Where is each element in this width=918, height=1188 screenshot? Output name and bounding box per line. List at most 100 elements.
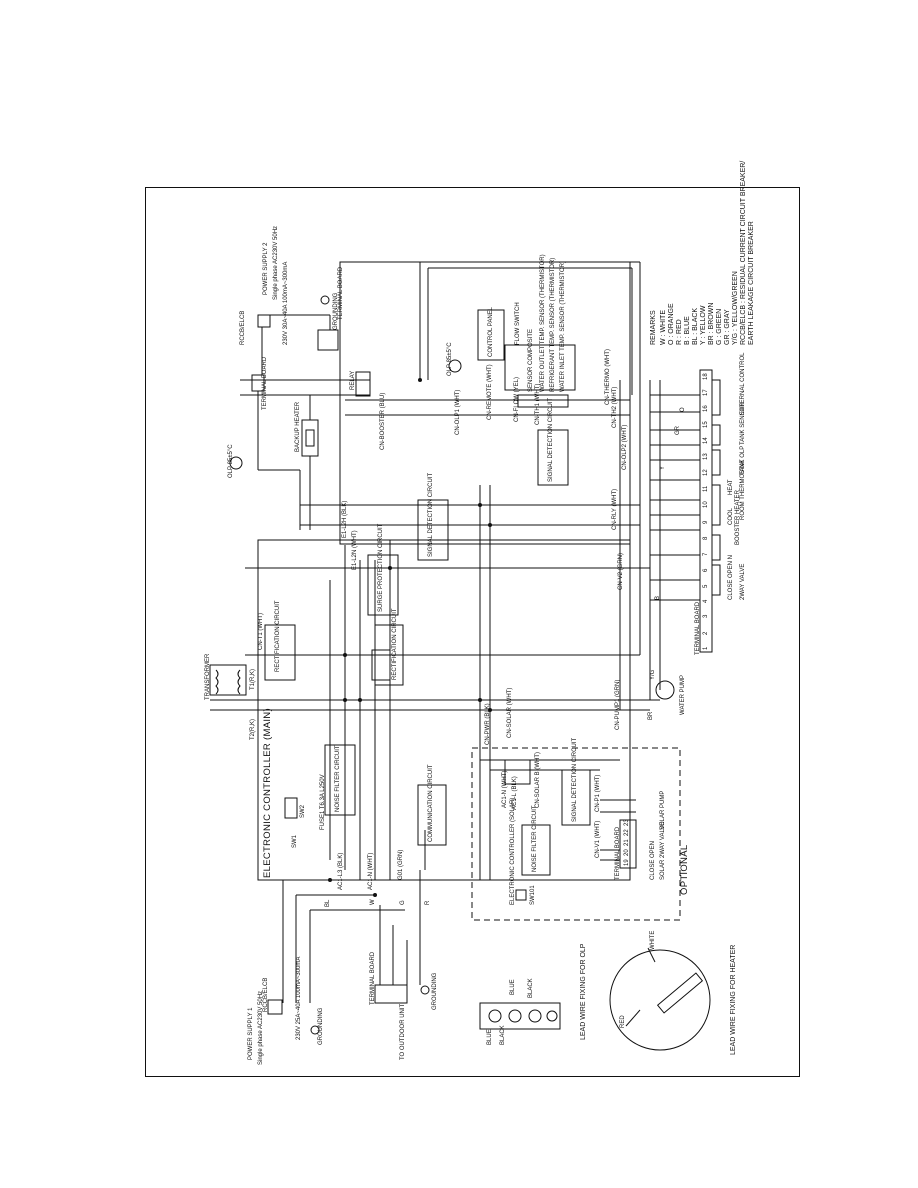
connector-cn-t1: CN-T1 (WHT): [258, 613, 264, 650]
signal-detection-solar-label: SIGNAL DETECTION CIRCUIT: [572, 737, 578, 822]
wire-code-r: R: [425, 900, 431, 905]
power-supply-1-grounding: GROUNDING: [318, 1007, 324, 1045]
terminal-number-13: 13: [703, 453, 709, 460]
connector-e1-l2n: E1-L2N (WHT): [352, 530, 358, 570]
remark-9: GR : GRAY: [724, 309, 731, 345]
optional-title: OPTIONAL: [679, 844, 690, 895]
terminal-number-9: 9: [703, 520, 709, 524]
sw2-symbol: [284, 797, 298, 819]
remark-12: EARTH LEAKAGE CIRCUIT BREAKER: [748, 221, 755, 345]
sw2-label: SW2: [300, 804, 306, 818]
valve-2way-label: 2WAY VALVE: [740, 563, 746, 600]
grounding-tb-label: GROUNDING: [432, 972, 438, 1010]
remarks-title: REMARKS: [650, 310, 657, 345]
transformer-label: TRANSFORMER: [205, 653, 211, 700]
backup-heater-box: [301, 419, 319, 457]
olp-wire-label-2: BLUE: [510, 979, 516, 995]
connector-cn-olp1: CN-OLP1 (WHT): [455, 389, 461, 435]
heater-wire-label-red: RED: [620, 1015, 626, 1028]
wire-code-g: G: [400, 900, 406, 905]
noise-filter-solar-box: [521, 824, 551, 876]
terminal-number-14: 14: [703, 437, 709, 444]
solar-controller-title: ELECTRONIC CONTROLLER (SOLAR): [510, 797, 516, 905]
terminal-board-main-label: TERMINAL BOARD: [695, 601, 701, 655]
signal-detection-2-label: SIGNAL DETECTION CIRCUIT: [548, 397, 554, 482]
communication-label: COMMUNICATION CIRCUIT: [428, 764, 434, 842]
wire-code-y: Y: [660, 465, 666, 470]
water-pump-label: WATER PUMP: [680, 675, 686, 715]
sensor-water-inlet-label: WATER INLET TEMP. SENSOR (THERMISTOR): [560, 261, 566, 392]
power-supply-1-breaker: RCCB/ELCB: [263, 977, 269, 1012]
optional-solar-box: [471, 747, 681, 921]
wire-code-o: O: [680, 407, 686, 412]
olp-terminal-plate: [479, 1002, 561, 1030]
remark-3: R : RED: [676, 319, 683, 345]
terminal-number-8: 8: [703, 536, 709, 540]
relay-label: RELAY: [350, 370, 356, 390]
connector-cn-therm: CN-THERMO (WHT): [605, 349, 611, 405]
relay-box: [355, 371, 371, 397]
sw101-symbol: [515, 889, 527, 901]
main-controller-title: ELECTRONIC CONTROLLER (MAIN): [262, 708, 273, 878]
terminal-number-21: 21: [624, 839, 630, 846]
remark-10: Y/G : YELLOW/GREEN: [732, 271, 739, 345]
connector-cn-solar-b: CN-SOLAR B (WHT): [535, 752, 541, 808]
sensor-composite-label: SENSOR COMPOSITE: [528, 328, 534, 392]
signal-detection-1-box: [417, 499, 449, 561]
connector-cn-flow: CN-FLOW (YEL): [514, 377, 520, 422]
terminal-number-19: 19: [624, 859, 630, 866]
connector-ac1-n: AC1-N (WHT): [368, 852, 374, 890]
backup-heater-element: [305, 429, 315, 447]
terminal-board-solar-label: TERMINAL BOARD: [615, 826, 621, 880]
heater-element-bar: [656, 972, 704, 1014]
rccb-ps2: [257, 314, 271, 328]
terminal-number-4: 4: [703, 599, 709, 603]
communication-box: [417, 784, 447, 846]
flow-switch-label: FLOW SWITCH: [515, 302, 521, 345]
power-supply-2-breaker: RCCB/ELCB: [240, 310, 246, 345]
terminal-number-6: 6: [703, 568, 709, 572]
connector-cn-pump1: CN-PUMP1 (GRN): [615, 679, 621, 730]
room-thermostat-label: ROOM THERMOSTAT: [740, 459, 746, 520]
noise-filter-solar-label: NOISE FILTER CIRCUIT: [532, 805, 538, 872]
lead-wire-heater-title: LEAD WIRE FIXING FOR HEATER: [730, 944, 737, 1055]
terminal-board-top-label: TERMINAL BOARD: [262, 356, 268, 410]
terminal-number-20: 20: [624, 849, 630, 856]
wire-code-w: W: [370, 899, 376, 905]
connector-cn-v2: CN-V2 (GRN): [618, 553, 624, 590]
sw101-label: SW101: [530, 885, 536, 905]
connector-ac1-l3: AC1-L3 (BLK): [338, 852, 344, 890]
remark-4: B : BLUE: [684, 316, 691, 345]
ground-tb: [420, 985, 430, 995]
ground-ps1: [310, 1025, 320, 1035]
backup-heater-label: BACKUP HEATER: [295, 401, 301, 452]
power-supply-2-spec: Single phase AC230V 50Hz: [273, 225, 279, 300]
to-outdoor-unit-label: TO OUTDOOR UNIT: [400, 1003, 406, 1060]
connector-cn-booster: CN-BOOSTER (BLU): [380, 392, 386, 450]
cool-label: COOL: [728, 507, 734, 525]
power-supply-2-label: POWER SUPPLY 2: [263, 242, 269, 295]
terminal-board-main: [699, 369, 713, 653]
terminal-number-22: 22: [624, 829, 630, 836]
solar-valve-label: SOLAR 2WAY VALVE: [660, 821, 666, 880]
terminal-board-right-label: TERMINAL BOARD: [338, 266, 344, 320]
connector-t2: T2(R,K): [250, 719, 256, 740]
transformer-symbol: [209, 664, 247, 696]
wire-code-b: B: [655, 595, 661, 600]
remark-1: W : WHITE: [660, 310, 667, 345]
wire-code-yg: Y/G: [650, 669, 656, 680]
connector-cn-th1: CN-TH1 (WHT): [535, 383, 541, 425]
terminal-number-18: 18: [703, 373, 709, 380]
olp-wire-label-3: BLACK: [500, 1025, 506, 1045]
terminal-number-3: 3: [703, 614, 709, 618]
remark-11: RCCB/ELCB : RESIDUAL CURRENT CIRCUIT BRE…: [740, 160, 747, 345]
terminal-number-17: 17: [703, 389, 709, 396]
control-panel-box: [477, 309, 505, 361]
olp-1-label: OLP 85±5°C: [228, 444, 234, 478]
closed-open-1-label: CLOSE OPEN N: [728, 554, 734, 600]
junction-dots: [328, 378, 492, 897]
olp-2-label: OLP 85±5°C: [447, 342, 453, 376]
remark-8: G : GREEN: [716, 308, 723, 345]
